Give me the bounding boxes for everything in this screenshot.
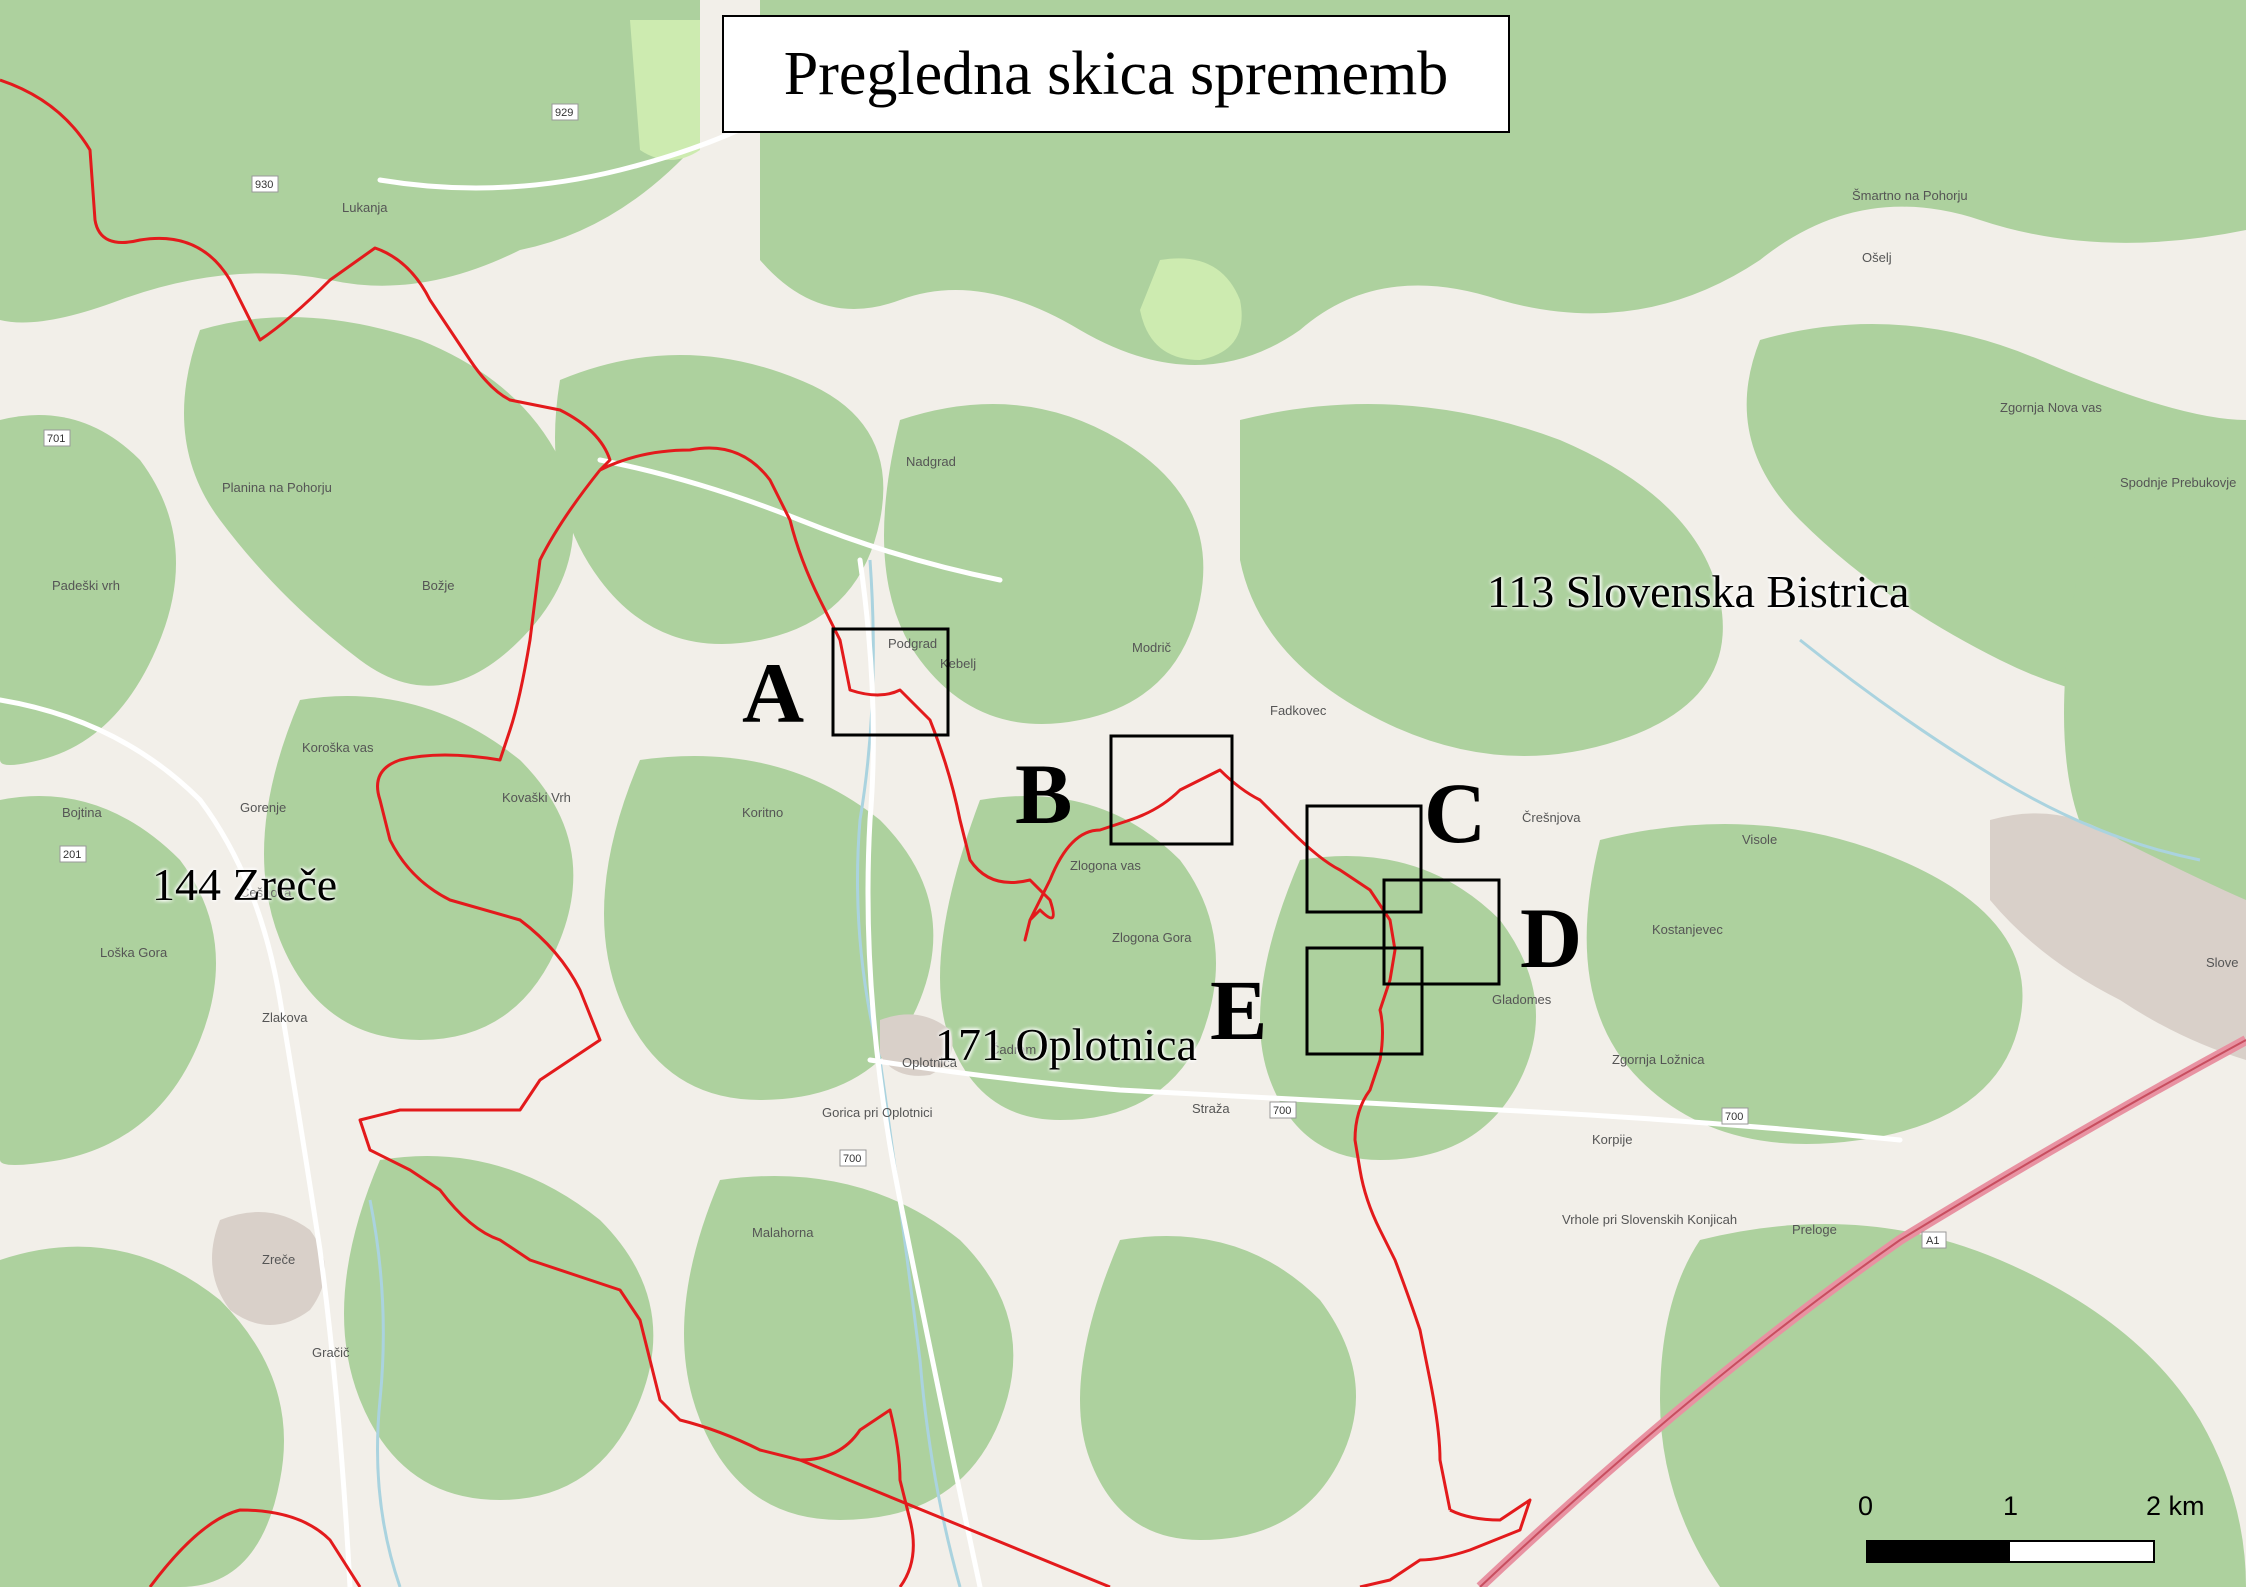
- svg-text:Koritno: Koritno: [742, 805, 783, 820]
- svg-text:Vrhole pri Slovenskih Konjicah: Vrhole pri Slovenskih Konjicah: [1562, 1212, 1737, 1227]
- change-area-label-e: E: [1210, 962, 1268, 1058]
- svg-text:Zlogona Gora: Zlogona Gora: [1112, 930, 1192, 945]
- svg-text:700: 700: [1273, 1105, 1291, 1117]
- svg-text:Čadram: Čadram: [990, 1042, 1036, 1057]
- map-title: Pregledna skica sprememb: [722, 15, 1510, 133]
- roads: [0, 117, 1903, 1587]
- urban-areas: [212, 813, 2246, 1325]
- frame-A: [831, 627, 950, 737]
- svg-text:Zlakova: Zlakova: [262, 1010, 308, 1025]
- svg-text:Loška Gora: Loška Gora: [100, 945, 168, 960]
- svg-text:Oplotnica: Oplotnica: [902, 1055, 958, 1070]
- boundary-inner-loop: [799, 1458, 1111, 1587]
- svg-text:Lukanja: Lukanja: [342, 200, 388, 215]
- svg-text:Modrič: Modrič: [1132, 640, 1172, 655]
- svg-text:Visole: Visole: [1742, 832, 1777, 847]
- boundary-oplotnica-north: [599, 446, 1452, 1511]
- motorway-a1-inner: [1479, 1039, 2246, 1587]
- svg-text:Straža: Straža: [1192, 1101, 1230, 1116]
- svg-text:Nadgrad: Nadgrad: [906, 454, 956, 469]
- change-area-label-c: C: [1424, 765, 1487, 861]
- boundary-oplotnica-west: [358, 469, 915, 1587]
- svg-text:Preloge: Preloge: [1792, 1222, 1837, 1237]
- boundary-south-east: [1359, 1498, 1532, 1587]
- scale-label-1: 1: [2003, 1491, 2019, 1521]
- svg-text:Gladomes: Gladomes: [1492, 992, 1552, 1007]
- svg-text:700: 700: [1725, 1111, 1743, 1123]
- change-area-label-d: D: [1520, 890, 1583, 986]
- svg-text:Zgornja Nova vas: Zgornja Nova vas: [2000, 400, 2102, 415]
- svg-text:Šmartno na Pohorju: Šmartno na Pohorju: [1852, 188, 1968, 203]
- svg-text:Podgrad: Podgrad: [888, 636, 937, 651]
- scale-label-2km: 2 km: [2146, 1491, 2205, 1521]
- svg-text:Planina na Pohorju: Planina na Pohorju: [222, 480, 332, 495]
- svg-text:Koroška vas: Koroška vas: [302, 740, 374, 755]
- svg-text:Zlogona vas: Zlogona vas: [1070, 858, 1141, 873]
- svg-text:Kovaški Vrh: Kovaški Vrh: [502, 790, 571, 805]
- municipality-label-zrece: 144 Zreče: [152, 859, 338, 910]
- svg-text:700: 700: [843, 1153, 861, 1165]
- change-area-label-a: A: [742, 645, 805, 741]
- frame-B: [1109, 734, 1234, 846]
- svg-text:Zreče: Zreče: [262, 1252, 295, 1267]
- svg-text:Črešnjova: Črešnjova: [1522, 810, 1581, 825]
- svg-text:Malahorna: Malahorna: [752, 1225, 814, 1240]
- boundary-north-west: [0, 78, 612, 472]
- road-number-labels: 929 930 701 201 700 700 700 A1: [43, 103, 1947, 1249]
- scale-label-0: 0: [1858, 1491, 1874, 1521]
- svg-text:Češnova: Češnova: [240, 885, 292, 900]
- svg-text:701: 701: [47, 433, 65, 445]
- change-area-label-b: B: [1015, 746, 1073, 842]
- svg-text:929: 929: [555, 107, 573, 119]
- svg-text:Zgornja Ložnica: Zgornja Ložnica: [1612, 1052, 1705, 1067]
- svg-text:Gorica pri Oplotnici: Gorica pri Oplotnici: [822, 1105, 933, 1120]
- frame-D: [1382, 878, 1501, 986]
- scale-bar: [1866, 1540, 2155, 1563]
- frame-C: [1305, 804, 1423, 914]
- svg-text:930: 930: [255, 179, 273, 191]
- change-area-frames: [831, 627, 1501, 1056]
- svg-text:Spodnje Prebukovje: Spodnje Prebukovje: [2120, 475, 2236, 490]
- municipality-label-slovenska-bistrica: 113 Slovenska Bistrica: [1487, 566, 1910, 617]
- svg-text:201: 201: [63, 849, 81, 861]
- place-labels: Podgrad Kebelj Nadgrad Modrič Fadkovec Z…: [52, 188, 2239, 1360]
- svg-text:Korpije: Korpije: [1592, 1132, 1632, 1147]
- svg-text:Kostanjevec: Kostanjevec: [1652, 922, 1723, 937]
- svg-text:Slove: Slove: [2206, 955, 2239, 970]
- frame-E: [1305, 946, 1424, 1056]
- svg-text:Gorenje: Gorenje: [240, 800, 286, 815]
- meadow-areas: [630, 20, 1242, 360]
- municipal-boundaries: [0, 78, 1532, 1587]
- svg-text:A1: A1: [1926, 1235, 1939, 1247]
- boundary-south-west: [148, 1508, 362, 1587]
- svg-text:Božje: Božje: [422, 578, 455, 593]
- svg-text:Bojtina: Bojtina: [62, 805, 103, 820]
- svg-text:Ošelj: Ošelj: [1862, 250, 1892, 265]
- svg-text:Padeški vrh: Padeški vrh: [52, 578, 120, 593]
- svg-text:Gračič: Gračič: [312, 1345, 350, 1360]
- svg-text:Kebelj: Kebelj: [940, 656, 976, 671]
- svg-text:Fadkovec: Fadkovec: [1270, 703, 1327, 718]
- municipality-label-oplotnica: 171 Oplotnica: [935, 1019, 1197, 1070]
